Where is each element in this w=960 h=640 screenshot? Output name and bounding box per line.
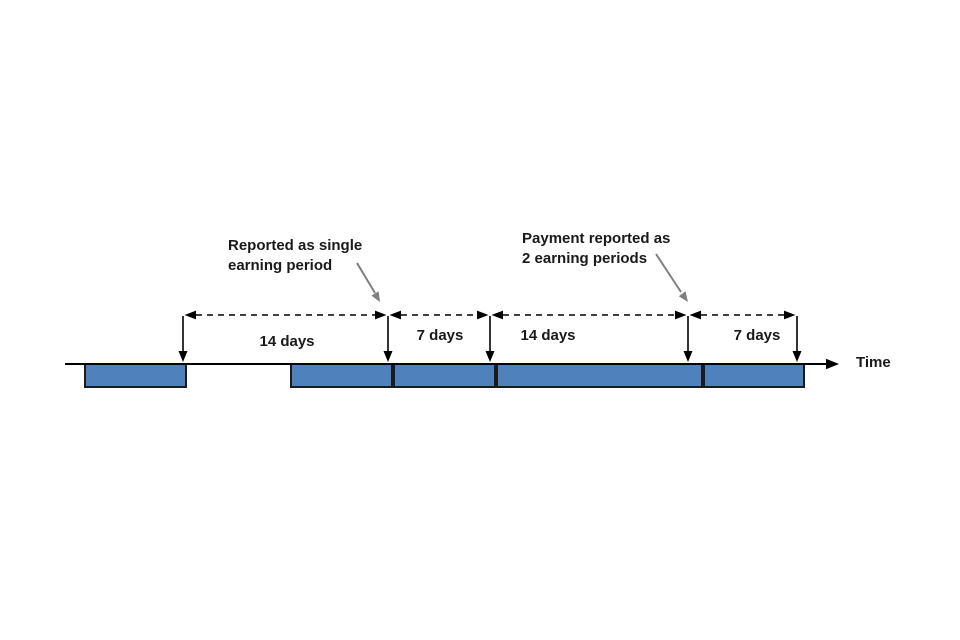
- down-arrowhead-icon-1: [178, 351, 188, 362]
- annotation-arrowhead-icon-2: [678, 291, 688, 302]
- earning-period-bar-3: [393, 363, 496, 388]
- interval-label-14-days-1: 14 days: [259, 333, 315, 350]
- down-arrowhead-icon-2: [383, 351, 393, 362]
- dim4-left-arrowhead-icon: [689, 310, 701, 320]
- interval-label-14-days-2: 14 days: [520, 327, 576, 344]
- dimension-lines: [184, 310, 796, 320]
- dim3-left-arrowhead-icon: [491, 310, 503, 320]
- down-arrowhead-icon-5: [792, 351, 802, 362]
- timeline-arrowhead-icon: [826, 358, 839, 370]
- interval-label-7-days-1: 7 days: [416, 327, 464, 344]
- down-arrowhead-icon-3: [485, 351, 495, 362]
- down-arrowhead-icon-4: [683, 351, 693, 362]
- dim1-left-arrowhead-icon: [184, 310, 196, 320]
- annotation-double-line-1: Payment reported as: [522, 230, 671, 247]
- dim2-right-arrowhead-icon: [477, 310, 489, 320]
- annotation-two-earning-periods: Payment reported as 2 earning periods: [522, 229, 670, 269]
- annotation-double-line-2: 2 earning periods: [522, 250, 648, 267]
- earning-period-bar-5: [703, 363, 805, 388]
- annotation-single-line-1: Reported as single: [228, 237, 363, 254]
- dim1-right-arrowhead-icon: [375, 310, 387, 320]
- annotation-single-line-2: earning period: [228, 257, 333, 274]
- earning-period-bar-4: [496, 363, 703, 388]
- time-axis-label: Time: [856, 354, 891, 371]
- dim4-right-arrowhead-icon: [784, 310, 796, 320]
- earning-period-bar-2: [290, 363, 393, 388]
- dim2-left-arrowhead-icon: [389, 310, 401, 320]
- earning-period-bar-1: [84, 363, 187, 388]
- dim3-right-arrowhead-icon: [675, 310, 687, 320]
- interval-label-7-days-2: 7 days: [733, 327, 781, 344]
- annotation-single-earning-period: Reported as single earning period: [228, 236, 362, 276]
- annotation-arrowhead-icon-1: [371, 291, 380, 302]
